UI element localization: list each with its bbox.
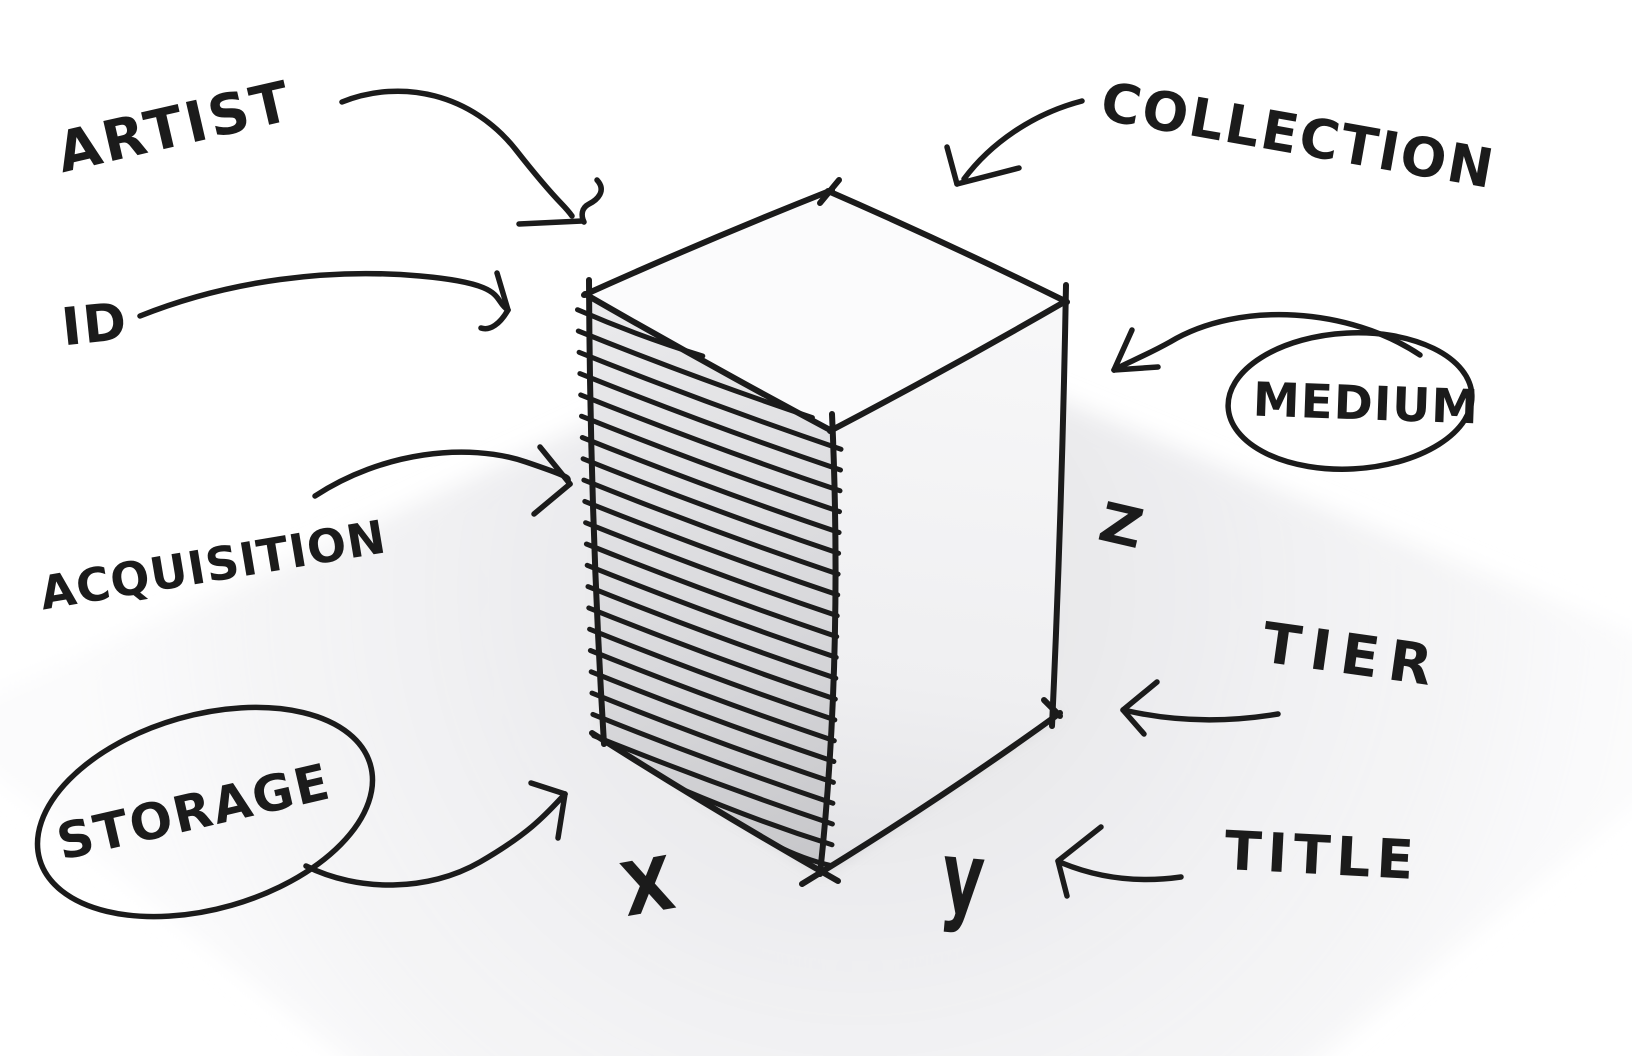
corner-tick: [817, 177, 842, 206]
cube: [575, 177, 1070, 887]
hatch-line: [576, 349, 844, 452]
title-arrow: [1055, 824, 1184, 899]
cube-top-face: [587, 193, 1065, 430]
hatch-line: [581, 477, 841, 577]
hatch-line: [577, 371, 843, 473]
hatch-line: [585, 584, 839, 681]
hatch-line: [588, 669, 837, 764]
cube-edges: [581, 177, 1070, 887]
title-label: TITLE: [1222, 818, 1422, 893]
acquisition-arrow: [312, 444, 573, 517]
hatch-line: [582, 498, 841, 598]
hatch-line: [589, 690, 836, 785]
hatch-line: [587, 648, 837, 744]
cube-right-face: [821, 300, 1065, 870]
medium-label: MEDIUM: [1251, 372, 1481, 436]
hatch-line: [590, 711, 836, 806]
hatch-line: [578, 392, 843, 494]
hatch-line: [579, 413, 842, 515]
hatch-line: [579, 435, 842, 535]
medium-arrow: [1111, 312, 1423, 373]
id-arrow: [137, 270, 511, 332]
hatch-line: [584, 562, 839, 660]
hatch-line: [580, 456, 842, 556]
collection-arrow: [944, 98, 1085, 187]
hatch-line: [591, 733, 835, 827]
hatch-line: [583, 520, 840, 619]
artist-arrow: [339, 88, 604, 227]
hatch-line: [587, 626, 838, 723]
tier-arrow: [1120, 679, 1281, 737]
corner-tick: [1041, 697, 1063, 719]
y-axis-label: y: [937, 817, 990, 937]
cube-left-face: [587, 293, 835, 870]
medium-circle: [1225, 330, 1475, 472]
id-label: ID: [58, 291, 132, 359]
hatch-line: [583, 541, 840, 640]
hatch-line: [586, 605, 838, 702]
storage-circle: [34, 704, 376, 920]
cube-hatching: [575, 307, 844, 869]
storage-arrow: [303, 780, 568, 888]
